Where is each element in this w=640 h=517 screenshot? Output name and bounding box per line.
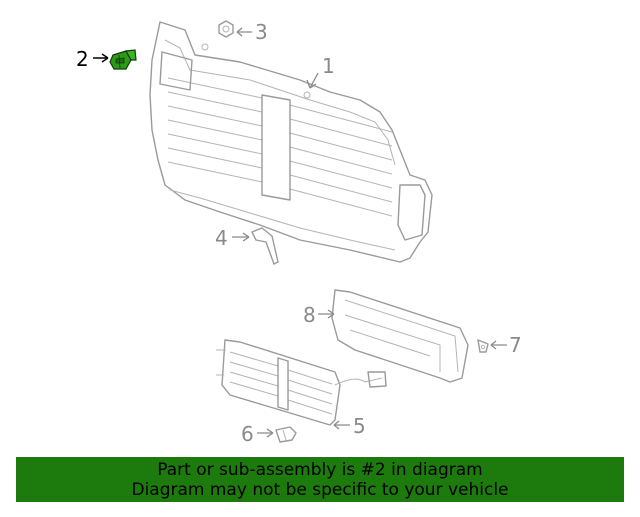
callout-4-label: 4	[215, 226, 228, 250]
shutter-frame-part[interactable]	[149, 21, 433, 263]
bolt-icon	[109, 49, 137, 70]
nut-part[interactable]: 3	[218, 20, 268, 44]
bracket-part[interactable]: 4	[215, 226, 279, 265]
air-deflector-part[interactable]: 8	[303, 289, 469, 383]
nut-icon	[218, 20, 234, 38]
part-info-banner: Part or sub-assembly is #2 in diagram Di…	[16, 457, 624, 502]
banner-line-2: Diagram may not be specific to your vehi…	[131, 479, 509, 500]
shutter-louvers-right	[289, 104, 393, 217]
bolt-part[interactable]: 2	[76, 47, 137, 71]
callout-1[interactable]: 1	[306, 54, 335, 89]
callout-2-label: 2	[76, 47, 89, 71]
banner-line-1: Part or sub-assembly is #2 in diagram	[157, 459, 483, 480]
callout-7-label: 7	[509, 333, 522, 357]
callout-5-label: 5	[353, 414, 366, 438]
callout-6-label: 6	[241, 422, 254, 446]
callout-3-label: 3	[255, 20, 268, 44]
screw-icon	[275, 426, 297, 443]
callout-8-label: 8	[303, 303, 316, 327]
active-shutter-part[interactable]: 5	[216, 339, 387, 438]
clip-part[interactable]: 7	[477, 333, 522, 357]
screw-part[interactable]: 6	[241, 422, 297, 446]
shutter-louvers-left	[167, 77, 263, 183]
callout-1-label: 1	[322, 54, 335, 78]
